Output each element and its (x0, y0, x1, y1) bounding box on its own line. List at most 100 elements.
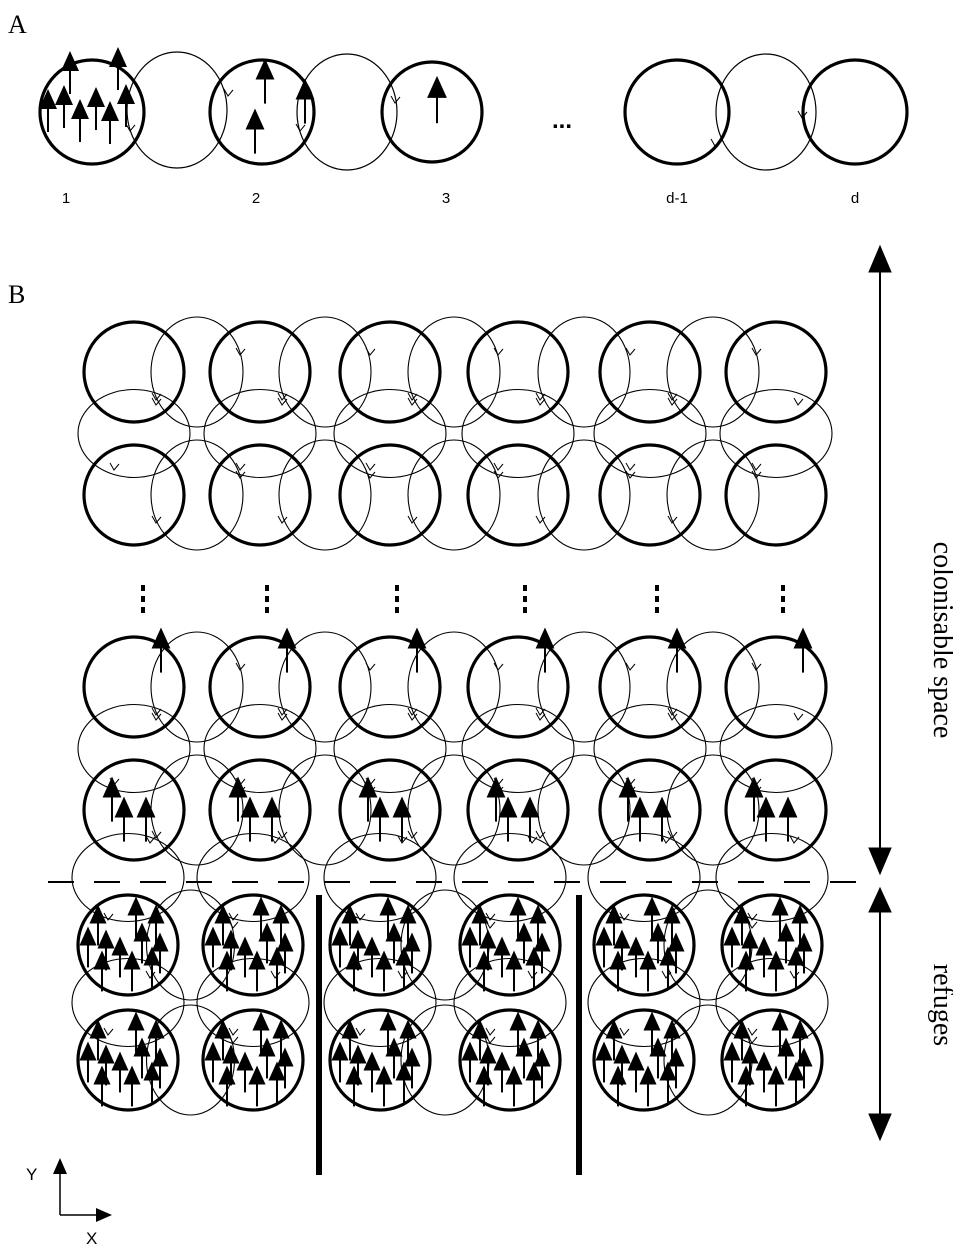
tree-icon (639, 1065, 657, 1107)
tree-icon (525, 1061, 543, 1103)
migration-arrow-icon (277, 830, 288, 839)
patch-r3-c1 (82, 635, 186, 739)
tree-icon (248, 1065, 266, 1107)
tree-icon (379, 896, 397, 938)
tree-icon (375, 950, 393, 992)
tree-icon (102, 776, 122, 822)
tree-icon (475, 950, 493, 992)
tree-icon (79, 1041, 97, 1083)
panel-a-label: A (8, 10, 27, 39)
colonisable-space-arrow (868, 244, 892, 876)
tree-icon (767, 950, 785, 992)
refuges-arrow (868, 886, 892, 1142)
ellipsis-dot (395, 596, 399, 602)
tree-icon (509, 896, 527, 938)
migration-arrow-icon (235, 347, 246, 356)
migration-link-rows5-6-v3 (323, 957, 437, 1048)
tree-icon (605, 1019, 623, 1061)
axes-indicator: Y X (26, 1158, 112, 1247)
tree-icon (375, 1065, 393, 1107)
tree-icon (733, 904, 751, 946)
patch-r6-c4 (458, 1008, 562, 1112)
tree-icon (755, 1051, 773, 1093)
tree-icon (123, 950, 141, 992)
tree-icon (795, 1047, 813, 1089)
tree-icon (276, 932, 294, 974)
migration-link-rows4-5-v4 (453, 832, 567, 923)
ellipsis-dot (655, 596, 659, 602)
migration-arrow-icon (493, 462, 504, 471)
tree-icon (331, 1041, 349, 1083)
migration-arrow-icon (485, 912, 496, 921)
migration-link-rows1-2-v3 (333, 388, 447, 479)
migration-link-row1-h1 (150, 316, 244, 428)
migration-arrow-icon (277, 707, 288, 716)
migration-arrow-icon (365, 347, 376, 356)
patch-r3-c4 (466, 635, 570, 739)
patch-r1-c3 (338, 320, 442, 424)
migration-arrow-icon (667, 707, 678, 716)
tree-icon (114, 796, 134, 842)
migration-link-rows3-4-v4 (461, 703, 575, 794)
panel-a-trees (39, 47, 447, 154)
tree-icon (520, 796, 540, 842)
tree-icon (117, 84, 135, 127)
migration-arrow-icon (667, 830, 678, 839)
migration-arrow-icon (667, 515, 678, 524)
migration-arrow-icon (145, 835, 156, 844)
migration-arrow-icon (355, 1027, 366, 1036)
patch-r6-c1 (76, 1008, 180, 1112)
migration-arrow-icon (235, 662, 246, 671)
panel-b-trees (79, 627, 813, 1107)
tree-icon (737, 950, 755, 992)
patch-r5-c3 (328, 893, 432, 997)
tree-icon (87, 87, 105, 130)
tree-icon (358, 776, 378, 822)
tree-icon (755, 936, 773, 978)
tree-icon (595, 926, 613, 968)
patch-r1-c2 (208, 320, 312, 424)
migration-arrow-icon (223, 88, 234, 97)
tree-icon (493, 936, 511, 978)
migration-arrow-icon (407, 392, 418, 401)
patch-r6-c6 (720, 1008, 824, 1112)
tree-icon (533, 1047, 551, 1089)
tree-icon (667, 932, 685, 974)
tree-icon (723, 926, 741, 968)
migration-arrow-icon (228, 1027, 239, 1036)
migration-arrow-icon (751, 462, 762, 471)
migration-link-rows3-4-v6 (719, 703, 833, 794)
tree-icon (486, 776, 506, 822)
migration-link-2-3 (296, 53, 398, 171)
migration-arrow-icon (407, 712, 418, 721)
tree-icon (471, 904, 489, 946)
migration-link-rows4-5-v2 (196, 832, 310, 923)
patch-r1-c1 (82, 320, 186, 424)
migration-link-rows3-4-v5 (593, 703, 707, 794)
tree-icon (55, 85, 73, 128)
ellipsis-dot (781, 596, 785, 602)
tree-icon (363, 936, 381, 978)
patch-r2-c5 (598, 443, 702, 547)
patch-r4-c5 (598, 758, 702, 862)
patch-r2-c2 (208, 443, 312, 547)
migration-arrow-icon (277, 515, 288, 524)
tree-icon (123, 1065, 141, 1107)
tree-icon (471, 1019, 489, 1061)
patch-r1-c4 (466, 320, 570, 424)
migration-arrow-icon (355, 912, 366, 921)
panel-b-patches (76, 320, 828, 1112)
migration-link-row3-h4 (537, 631, 631, 743)
migration-arrow-icon (667, 392, 678, 401)
tree-icon (255, 58, 275, 104)
tree-icon (133, 922, 151, 964)
migration-arrow-icon (667, 397, 678, 406)
migration-arrow-icon (625, 462, 636, 471)
tree-icon (133, 1037, 151, 1079)
patch-r1-c5 (598, 320, 702, 424)
tree-icon (403, 932, 421, 974)
tree-icon (498, 796, 518, 842)
tree-icon (111, 936, 129, 978)
migration-arrow-icon (277, 712, 288, 721)
migration-arrow-icon (619, 912, 630, 921)
